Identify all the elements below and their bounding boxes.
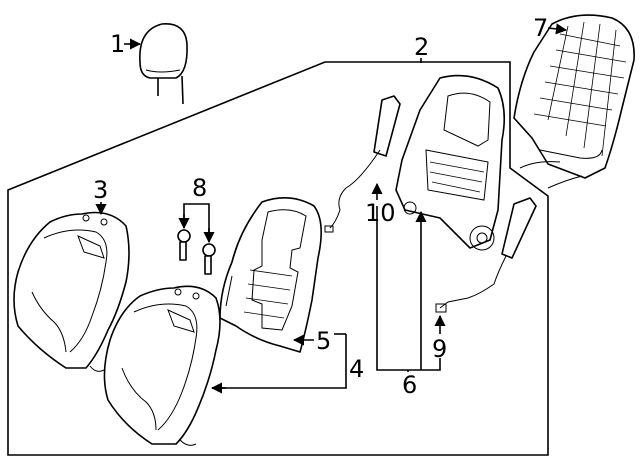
callout-7: 7 [533, 14, 548, 42]
seat-back-cover-rear [13, 211, 130, 372]
seat-back-pad-part [219, 197, 322, 353]
leader-6 [376, 206, 441, 371]
leader-4 [212, 334, 347, 389]
headrest-guide-parts [177, 229, 216, 275]
back-panel-part [513, 14, 635, 189]
callout-1: 1 [110, 30, 125, 58]
callout-3: 3 [93, 176, 108, 204]
callout-8: 8 [192, 174, 207, 202]
callout-5: 5 [316, 327, 331, 355]
side-airbag-module-upper [324, 95, 401, 233]
callout-9: 9 [432, 335, 447, 363]
side-airbag-module-lower [435, 197, 537, 313]
callout-10: 10 [365, 199, 396, 227]
callout-6: 6 [402, 371, 417, 399]
callout-2: 2 [414, 33, 429, 61]
seat-back-frame-part [395, 74, 506, 251]
callout-4: 4 [349, 355, 364, 383]
leader-7 [547, 23, 568, 35]
seat-back-cover-front [103, 285, 221, 446]
headrest-part [139, 23, 188, 105]
assembly-boundary [7, 61, 549, 456]
